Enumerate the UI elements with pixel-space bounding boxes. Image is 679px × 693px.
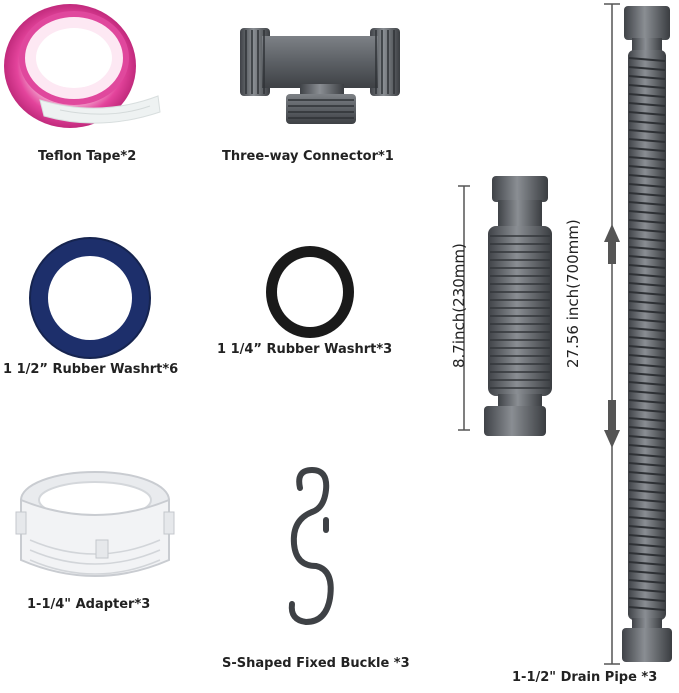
adapter-label: 1-1/4" Adapter*3 <box>27 597 151 612</box>
rubber-washer-large-image <box>29 237 151 359</box>
drain-pipe-label: 1-1/2" Drain Pipe *3 <box>512 670 658 685</box>
teflon-tape-label: Teflon Tape*2 <box>38 149 137 164</box>
short-pipe-dimension: 8.7inch(230mm) <box>450 243 468 368</box>
rubber-washer-small-label: 1 1/4” Rubber Washrt*3 <box>217 342 393 357</box>
long-pipe-dimension: 27.56 inch(700mm) <box>564 219 582 368</box>
s-buckle-image <box>288 466 334 626</box>
three-way-connector-label: Three-way Connector*1 <box>222 149 394 164</box>
rubber-washer-small-image <box>266 246 354 338</box>
long-drain-pipe-image <box>604 3 672 665</box>
rubber-washer-large-label: 1 1/2” Rubber Washrt*6 <box>3 362 179 377</box>
three-way-connector-image <box>240 28 400 124</box>
short-drain-pipe-image <box>458 176 552 436</box>
s-buckle-label: S-Shaped Fixed Buckle *3 <box>222 656 410 671</box>
adapter-image <box>15 471 175 577</box>
teflon-tape-image <box>4 4 161 128</box>
